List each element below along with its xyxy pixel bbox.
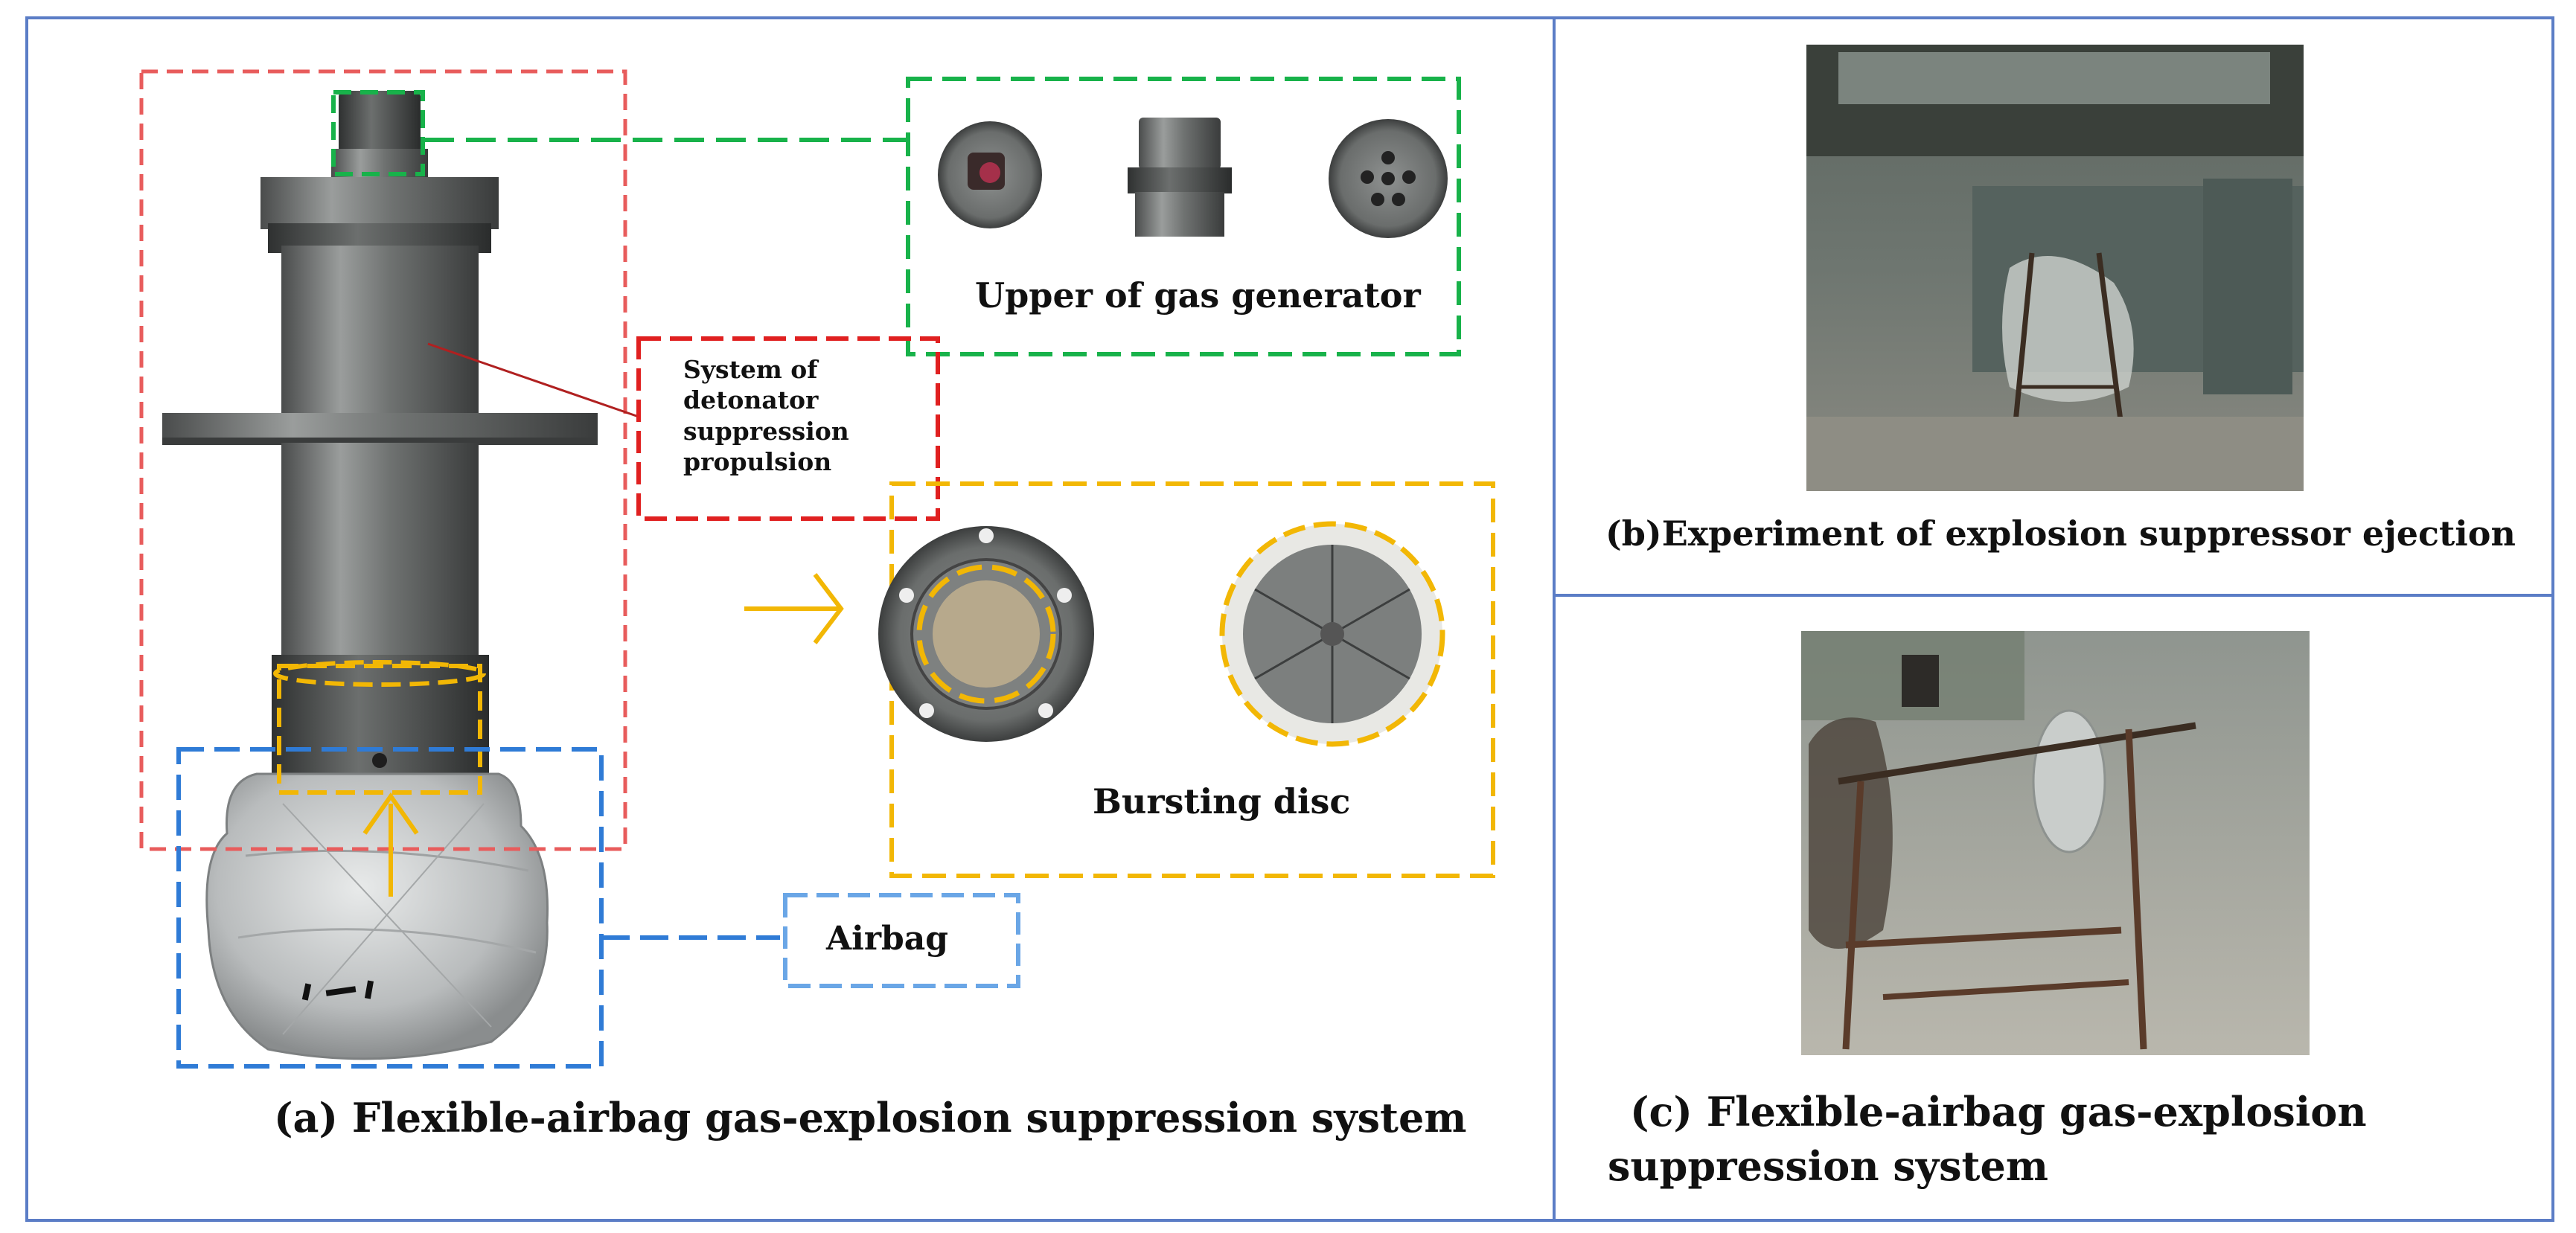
system-label-line-4: propulsion xyxy=(683,446,832,476)
panel-a-caption: (a) Flexible-airbag gas-explosion suppre… xyxy=(274,1094,1467,1141)
airbag-deployment-photo xyxy=(1801,631,2310,1055)
system-pointer-line xyxy=(427,342,639,418)
system-label: System of detonator suppression propulsi… xyxy=(683,354,849,477)
system-label-box xyxy=(636,336,940,521)
panel-c-frame xyxy=(1553,594,2554,1222)
nozzle-green-dashed-box xyxy=(331,90,425,176)
ejection-experiment-photo xyxy=(1806,45,2304,491)
system-label-line-1: System of xyxy=(683,355,818,384)
airbag-blue-dashed-box xyxy=(176,747,604,1069)
upper-generator-label: Upper of gas generator xyxy=(975,275,1421,316)
bursting-disc-label: Bursting disc xyxy=(1093,781,1351,822)
airbag-label: Airbag xyxy=(826,920,949,958)
panel-c-caption-line-1: (c) Flexible-airbag gas-explosion xyxy=(1630,1088,2367,1136)
upper-generator-green-dashed-box xyxy=(906,77,1461,356)
panel-c-caption-line-2: suppression system xyxy=(1608,1142,2048,1190)
upper-part-photo-1 xyxy=(938,121,1042,228)
bursting-disc-photo-2 xyxy=(1219,521,1445,747)
airbag-label-box xyxy=(783,893,1020,988)
upper-part-photo-3 xyxy=(1329,119,1448,238)
bursting-disc-arrow xyxy=(744,573,844,644)
bursting-disc-photo-1 xyxy=(878,526,1094,742)
system-label-line-2: detonator xyxy=(683,385,819,415)
bursting-disc-location-marker xyxy=(273,660,486,897)
upper-part-photo-2 xyxy=(1128,118,1232,237)
panel-b-caption: (b)Experiment of explosion suppressor ej… xyxy=(1605,513,2516,554)
gas-generator-photo xyxy=(162,91,598,1060)
system-label-line-3: suppression xyxy=(683,416,849,446)
generator-red-dashed-box xyxy=(139,69,627,851)
